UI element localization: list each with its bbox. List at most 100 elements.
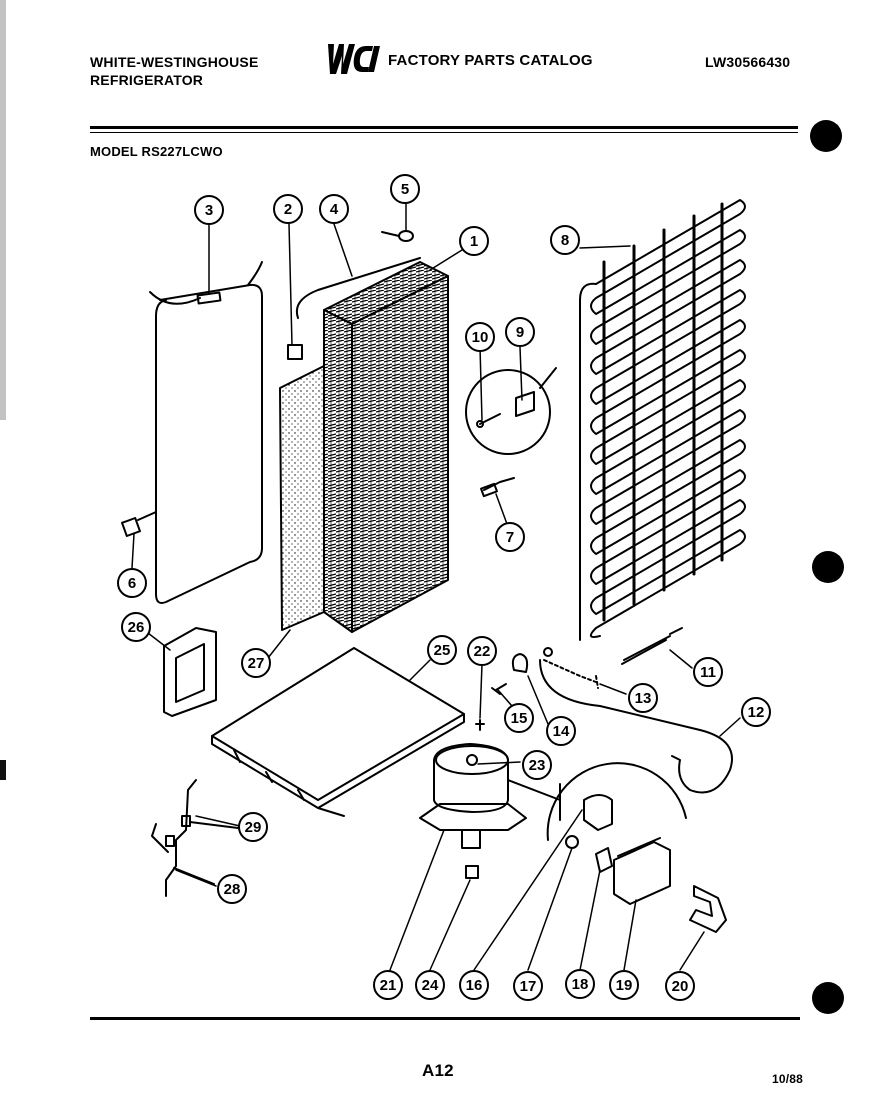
callout-22: 22	[467, 636, 497, 666]
callout-label: 5	[401, 181, 409, 198]
callout-label: 10	[472, 329, 489, 346]
callout-label: 6	[128, 575, 136, 592]
callout-circle	[495, 522, 525, 552]
callout-circle	[121, 612, 151, 642]
callout-circle	[427, 635, 457, 665]
callout-circle	[241, 648, 271, 678]
callout-circle	[459, 226, 489, 256]
callout-label: 16	[466, 977, 483, 994]
binder-hole-top	[810, 120, 842, 152]
callout-circle	[628, 683, 658, 713]
wci-logo	[328, 44, 380, 74]
callout-label: 23	[529, 757, 546, 774]
callout-label: 26	[128, 619, 145, 636]
insulation-pad	[279, 365, 325, 631]
callout-23: 23	[522, 750, 552, 780]
callout-label: 3	[205, 202, 213, 219]
callout-21: 21	[373, 970, 403, 1000]
callout-7: 7	[495, 522, 525, 552]
callout-circle	[609, 970, 639, 1000]
leader-lines	[131, 203, 741, 971]
evaporator-assembly	[323, 261, 449, 633]
callout-circle	[373, 970, 403, 1000]
callout-circle	[273, 194, 303, 224]
page-number: A12	[422, 1061, 454, 1080]
bracket-part	[163, 627, 217, 717]
callout-circle	[217, 874, 247, 904]
callout-13: 13	[628, 683, 658, 713]
callout-10: 10	[465, 322, 495, 352]
callout-circle	[565, 969, 595, 999]
callout-circle	[513, 971, 543, 1001]
callout-label: 24	[422, 977, 439, 994]
callout-2: 2	[273, 194, 303, 224]
callout-9: 9	[505, 317, 535, 347]
detail-circle-bracket	[465, 367, 557, 455]
brand-title: WHITE-WESTINGHOUSE REFRIGERATOR	[90, 53, 258, 89]
callout-label: 19	[616, 977, 633, 994]
callout-label: 13	[635, 690, 652, 707]
brand-line-2: REFRIGERATOR	[90, 72, 204, 88]
callout-circle	[550, 225, 580, 255]
grommet-part	[381, 230, 414, 242]
callout-1: 1	[459, 226, 489, 256]
fitting-6	[121, 511, 157, 537]
callout-11: 11	[693, 657, 723, 687]
callout-circle	[238, 812, 268, 842]
screw-13	[543, 659, 599, 689]
callout-label: 17	[520, 978, 537, 995]
callout-circle	[459, 970, 489, 1000]
footer-rule	[90, 1017, 800, 1020]
callout-label: 8	[561, 232, 569, 249]
callout-16: 16	[459, 970, 489, 1000]
callout-label: 9	[516, 324, 524, 341]
callout-18: 18	[565, 969, 595, 999]
callout-label: 20	[672, 978, 689, 995]
clip-part	[287, 344, 303, 360]
callout-28: 28	[217, 874, 247, 904]
callout-29: 29	[238, 812, 268, 842]
callout-17: 17	[513, 971, 543, 1001]
scan-margin	[0, 0, 6, 420]
callout-label: 21	[380, 977, 397, 994]
callout-circle	[319, 194, 349, 224]
callout-circle	[665, 971, 695, 1001]
callout-circle	[505, 317, 535, 347]
callout-12: 12	[741, 697, 771, 727]
callout-label: 12	[748, 704, 765, 721]
print-date: 10/88	[772, 1072, 804, 1086]
catalog-number: LW30566430	[705, 54, 791, 70]
header-rule	[90, 126, 798, 129]
callout-circle	[194, 195, 224, 225]
callout-circle	[467, 636, 497, 666]
callout-label: 15	[511, 710, 528, 727]
binder-hole-middle	[812, 551, 844, 583]
scan-mark	[0, 760, 6, 780]
screw-15	[491, 683, 507, 695]
callout-25: 25	[427, 635, 457, 665]
clip-20	[689, 885, 727, 933]
callout-24: 24	[415, 970, 445, 1000]
callout-circle	[546, 716, 576, 746]
screw-22	[475, 719, 485, 731]
wire-harness	[151, 779, 239, 897]
catalog-title: FACTORY PARTS CATALOG	[388, 52, 593, 69]
callout-circle	[117, 568, 147, 598]
callout-label: 27	[248, 655, 265, 672]
callout-label: 2	[284, 201, 292, 218]
tube-part	[296, 257, 421, 319]
callout-5: 5	[390, 174, 420, 204]
callout-8: 8	[550, 225, 580, 255]
callout-27: 27	[241, 648, 271, 678]
brand-line-1: WHITE-WESTINGHOUSE	[90, 54, 259, 70]
model-label: MODEL RS227LCWO	[90, 144, 223, 159]
header-rule-thin	[90, 132, 798, 133]
callout-label: 28	[224, 881, 241, 898]
callout-label: 29	[245, 819, 262, 836]
callout-15: 15	[504, 703, 534, 733]
binder-hole-bottom	[812, 982, 844, 1014]
power-cord	[539, 659, 733, 794]
callout-label: 11	[700, 664, 716, 681]
drier-tube	[621, 627, 683, 665]
